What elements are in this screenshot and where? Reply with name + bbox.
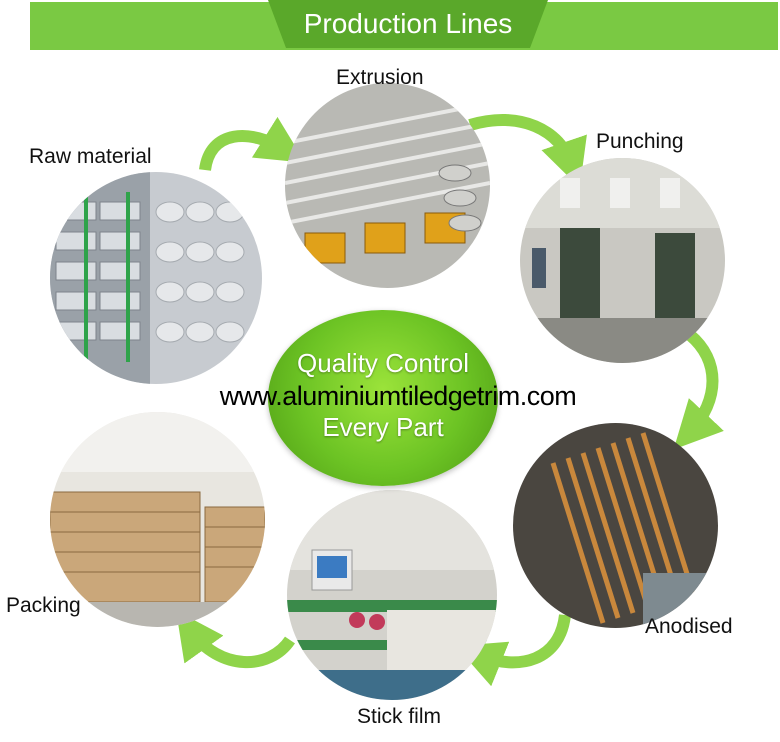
raw-material-photo	[50, 172, 262, 384]
arrow-raw-to-extrusion	[199, 116, 306, 172]
label-packing: Packing	[6, 594, 81, 617]
anodised-photo	[513, 423, 718, 628]
stick-film-photo	[287, 490, 497, 700]
label-anodised: Anodised	[645, 615, 733, 638]
punching-photo	[520, 158, 725, 363]
label-extrusion: Extrusion	[336, 66, 424, 89]
label-punching: Punching	[596, 130, 684, 153]
extrusion-photo	[285, 83, 490, 288]
website-watermark: www.aluminiumtiledgetrim.com	[219, 381, 577, 411]
arrow-punching-to-anodised	[673, 330, 724, 450]
page-title: Production Lines	[303, 8, 513, 39]
quality-control-line1: Quality Control	[297, 348, 469, 378]
quality-control-badge: Quality Control Every Part	[268, 310, 498, 486]
arrow-extrusion-to-punching	[468, 114, 587, 188]
packing-photo	[50, 412, 265, 627]
label-raw-material: Raw material	[29, 145, 152, 168]
arrow-stickfilm-to-packing	[176, 610, 295, 668]
quality-control-line2: Every Part	[322, 412, 444, 442]
header-tab	[268, 0, 548, 48]
label-stick-film: Stick film	[357, 705, 441, 728]
arrow-anodised-to-stickfilm	[455, 614, 571, 687]
